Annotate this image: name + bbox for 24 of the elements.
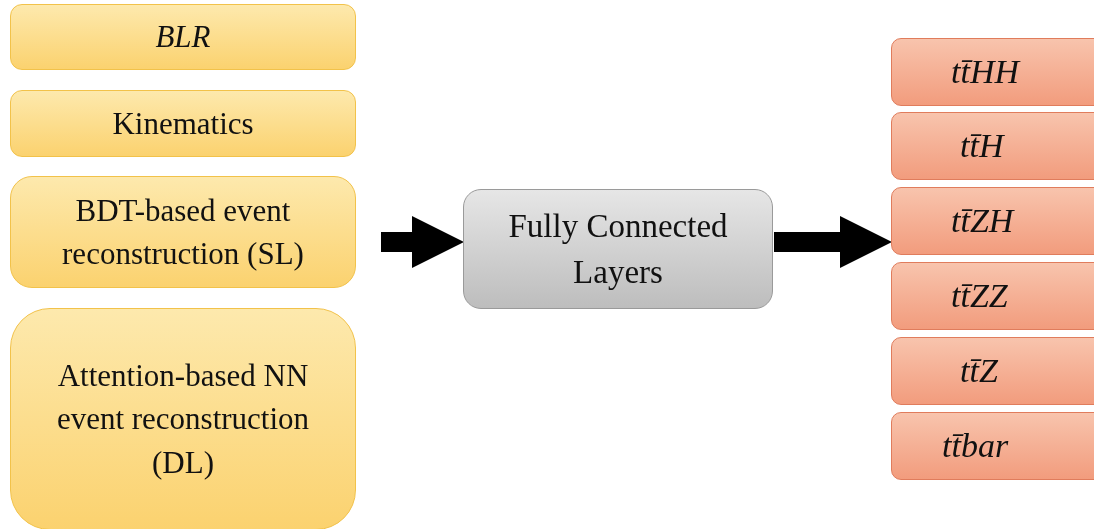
process-label: tt̄ZH xyxy=(951,202,1014,240)
input-box xyxy=(10,90,356,157)
process-label: tt̄HH xyxy=(951,53,1019,91)
input-box xyxy=(10,308,356,529)
output-box xyxy=(891,38,1094,106)
output-box xyxy=(891,337,1094,405)
process-label: tt̄ZZ xyxy=(951,277,1008,315)
node-label: Fully Connected Layers xyxy=(507,206,729,292)
block-arrow xyxy=(381,216,464,268)
process-label: tt̄H xyxy=(960,127,1004,165)
node-label: BDT-based event reconstruction (SL) xyxy=(61,191,305,273)
process-label: tt̄bar xyxy=(942,427,1009,465)
output-box xyxy=(891,187,1094,255)
node-label: Attention-based NN event reconstruction (DL) xyxy=(55,356,311,482)
node-label: BLR xyxy=(154,18,212,57)
input-box xyxy=(10,4,356,70)
block-arrow xyxy=(774,216,892,268)
output-box xyxy=(891,262,1094,330)
node-label: Kinematics xyxy=(111,104,255,143)
input-box xyxy=(10,176,356,288)
output-box xyxy=(891,412,1094,480)
output-box xyxy=(891,112,1094,180)
process-label: tt̄Z xyxy=(960,352,998,390)
layer-box xyxy=(463,189,773,309)
